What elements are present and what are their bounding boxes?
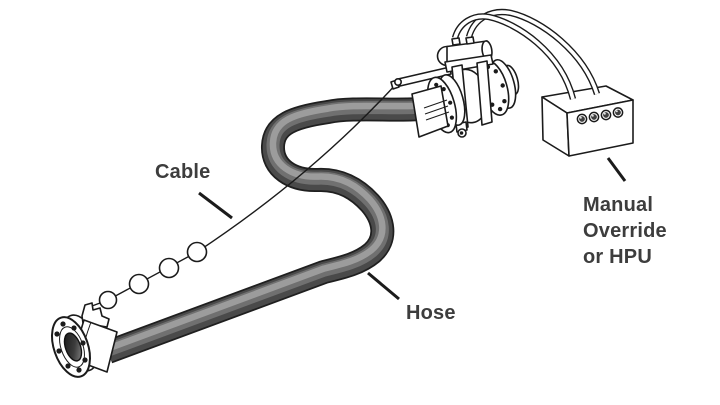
manual-override-label: Manual Override or HPU bbox=[583, 194, 667, 268]
hose-body bbox=[104, 98, 421, 362]
manual-override-box bbox=[541, 85, 634, 157]
port bbox=[612, 107, 624, 118]
leader-lines bbox=[198, 157, 627, 301]
port bbox=[576, 113, 588, 125]
hose-label: Hose bbox=[406, 302, 456, 324]
hose-leader-line bbox=[367, 271, 400, 301]
box-ports bbox=[576, 107, 624, 125]
tube-fitting bbox=[465, 36, 475, 45]
port bbox=[600, 109, 612, 121]
tube-fitting bbox=[451, 37, 461, 46]
port bbox=[588, 111, 600, 123]
hydraulic-tubes bbox=[451, 8, 601, 100]
cable-bead bbox=[158, 257, 180, 279]
flange-bolt-holes bbox=[54, 321, 88, 373]
cable-bead bbox=[98, 290, 118, 310]
cable bbox=[83, 81, 399, 310]
cable-bead bbox=[186, 241, 208, 263]
flange-bore bbox=[63, 332, 83, 362]
clamp-band-right bbox=[476, 60, 493, 126]
hose-highlight bbox=[106, 102, 421, 352]
cable-leader-line bbox=[198, 191, 233, 220]
cable-bead bbox=[128, 273, 150, 295]
hose-fitting bbox=[411, 85, 450, 138]
hpu-leader-line bbox=[606, 157, 627, 182]
cable-attachment-eye bbox=[393, 78, 402, 87]
hose bbox=[103, 97, 421, 364]
cable-beads bbox=[98, 241, 208, 310]
cable-label: Cable bbox=[155, 161, 211, 183]
valve-assembly bbox=[390, 36, 520, 138]
hose-end-flange bbox=[51, 302, 118, 378]
